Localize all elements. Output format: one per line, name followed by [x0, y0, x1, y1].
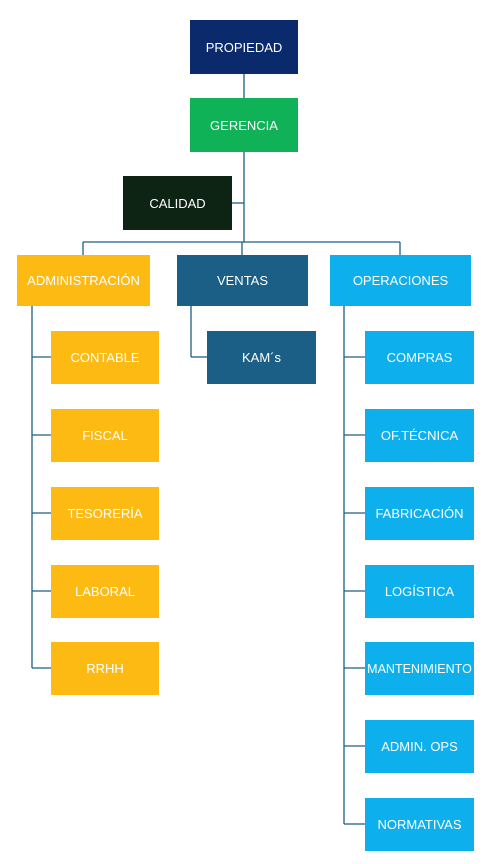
node-kams: KAM´s — [207, 331, 316, 384]
node-contable: CONTABLE — [51, 331, 159, 384]
node-compras: COMPRAS — [365, 331, 474, 384]
node-gerencia: GERENCIA — [190, 98, 298, 152]
node-fabricacion: FABRICACIÓN — [365, 487, 474, 540]
node-propiedad: PROPIEDAD — [190, 20, 298, 74]
node-ventas: VENTAS — [177, 255, 308, 306]
node-operaciones: OPERACIONES — [330, 255, 471, 306]
node-admin-ops: ADMIN. OPS — [365, 720, 474, 773]
node-mantenimiento: MANTENIMIENTO — [365, 642, 474, 695]
node-normativas: NORMATIVAS — [365, 798, 474, 851]
node-logistica: LOGÍSTICA — [365, 565, 474, 618]
node-fiscal: FISCAL — [51, 409, 159, 462]
node-of-tecnica: OF.TÉCNICA — [365, 409, 474, 462]
node-laboral: LABORAL — [51, 565, 159, 618]
node-administracion: ADMINISTRACIÓN — [17, 255, 150, 306]
node-rrhh: RRHH — [51, 642, 159, 695]
node-calidad: CALIDAD — [123, 176, 232, 230]
node-tesoreria: TESORERÍA — [51, 487, 159, 540]
